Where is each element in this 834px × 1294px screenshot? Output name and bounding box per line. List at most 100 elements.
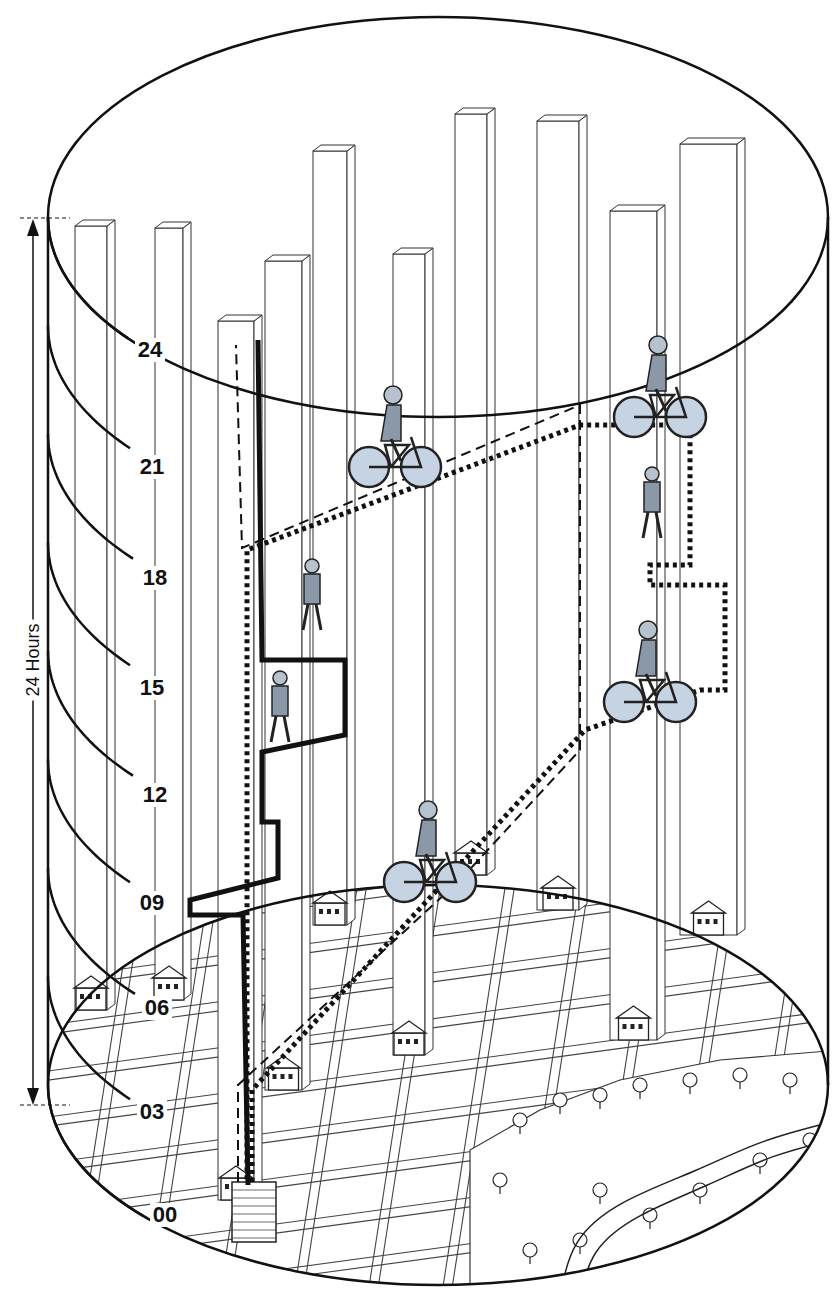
tree-trunk	[649, 1222, 650, 1229]
tree	[593, 1088, 607, 1102]
rider-body	[636, 640, 656, 676]
person-leg	[284, 716, 289, 742]
cylinder-side	[827, 217, 830, 1085]
tree-trunk	[639, 1092, 640, 1099]
cyclist	[604, 621, 696, 722]
window	[468, 859, 472, 864]
tree-trunk	[699, 1197, 700, 1204]
tree	[683, 1073, 697, 1087]
hour-label: 15	[137, 676, 167, 700]
person-leg	[316, 604, 321, 630]
rider-leg	[426, 854, 436, 876]
station-prism	[680, 138, 745, 935]
hour-arc	[48, 543, 130, 666]
brick-course	[232, 1238, 276, 1239]
station-prism	[537, 115, 587, 910]
building	[694, 913, 724, 935]
pedestrian	[303, 559, 321, 630]
building-roof	[392, 1021, 426, 1033]
cyclist	[614, 336, 706, 437]
cyclist	[384, 801, 476, 902]
hour-arc	[48, 651, 133, 776]
window	[96, 994, 100, 999]
window	[714, 919, 718, 924]
prism-side	[657, 205, 665, 1040]
prism-face	[313, 151, 347, 925]
station-prism	[265, 255, 310, 1090]
hour-label: 09	[137, 891, 167, 915]
person-leg	[271, 716, 276, 742]
tree	[513, 1113, 527, 1127]
hour-arc	[48, 760, 130, 883]
brick-course	[232, 1190, 276, 1191]
prism-face	[75, 226, 107, 1010]
person-head	[273, 671, 287, 685]
prism-side	[579, 115, 587, 910]
tree	[733, 1068, 747, 1082]
time-bracket	[20, 218, 70, 1105]
building-roof	[617, 1006, 651, 1018]
hour-label: 06	[142, 996, 172, 1020]
tree-trunk	[519, 1127, 520, 1134]
prism-top	[680, 138, 745, 144]
window	[289, 1074, 293, 1079]
person-leg	[656, 512, 661, 538]
window	[547, 894, 551, 899]
building-roof	[152, 966, 186, 978]
prism-face	[455, 114, 487, 875]
station-prism	[313, 145, 355, 925]
window	[273, 1074, 277, 1079]
person-head	[645, 467, 659, 481]
brick-wall	[232, 1182, 276, 1242]
person-body	[272, 686, 288, 716]
hour-arc	[48, 326, 130, 449]
window	[80, 994, 84, 999]
window	[335, 909, 339, 914]
hour-label: 21	[137, 455, 167, 479]
window	[319, 909, 323, 914]
prism-top	[265, 255, 310, 261]
rider-leg	[646, 674, 656, 696]
brick-course	[232, 1206, 276, 1207]
brick-course	[232, 1214, 276, 1215]
tick-line	[20, 1105, 70, 1106]
brick-course	[232, 1222, 276, 1223]
arrow-head	[27, 1088, 39, 1105]
river	[580, 1138, 834, 1294]
station-prism	[218, 315, 262, 1200]
rider-head	[649, 336, 667, 354]
rider-head	[639, 621, 657, 639]
person-leg	[643, 512, 648, 538]
prism-side	[107, 220, 115, 1010]
building	[315, 903, 345, 925]
prism-side	[302, 255, 310, 1090]
tree-trunk	[559, 1107, 560, 1114]
hour-arc	[48, 868, 135, 994]
building-roof	[692, 901, 726, 913]
prism-side	[487, 108, 495, 875]
tree-trunk	[739, 1082, 740, 1089]
tree-trunk	[789, 1087, 790, 1094]
dotted-path	[247, 425, 725, 1182]
window	[698, 919, 702, 924]
prism-face	[537, 121, 579, 910]
tree-trunk	[599, 1197, 600, 1204]
arrow-head	[27, 219, 39, 236]
tree-trunk	[599, 1102, 600, 1109]
building	[619, 1018, 649, 1040]
hour-label: 03	[137, 1100, 167, 1124]
person-head	[305, 559, 319, 573]
prism-top	[455, 108, 495, 114]
station-prism	[454, 108, 495, 875]
cyclist	[349, 386, 441, 487]
prism-top	[537, 115, 587, 121]
hour-arc	[48, 434, 133, 559]
rider-body	[416, 820, 436, 856]
cylinder-base	[48, 885, 828, 1285]
building	[543, 888, 573, 910]
dashed-path	[236, 345, 580, 1182]
hour-label: 24	[135, 338, 165, 362]
